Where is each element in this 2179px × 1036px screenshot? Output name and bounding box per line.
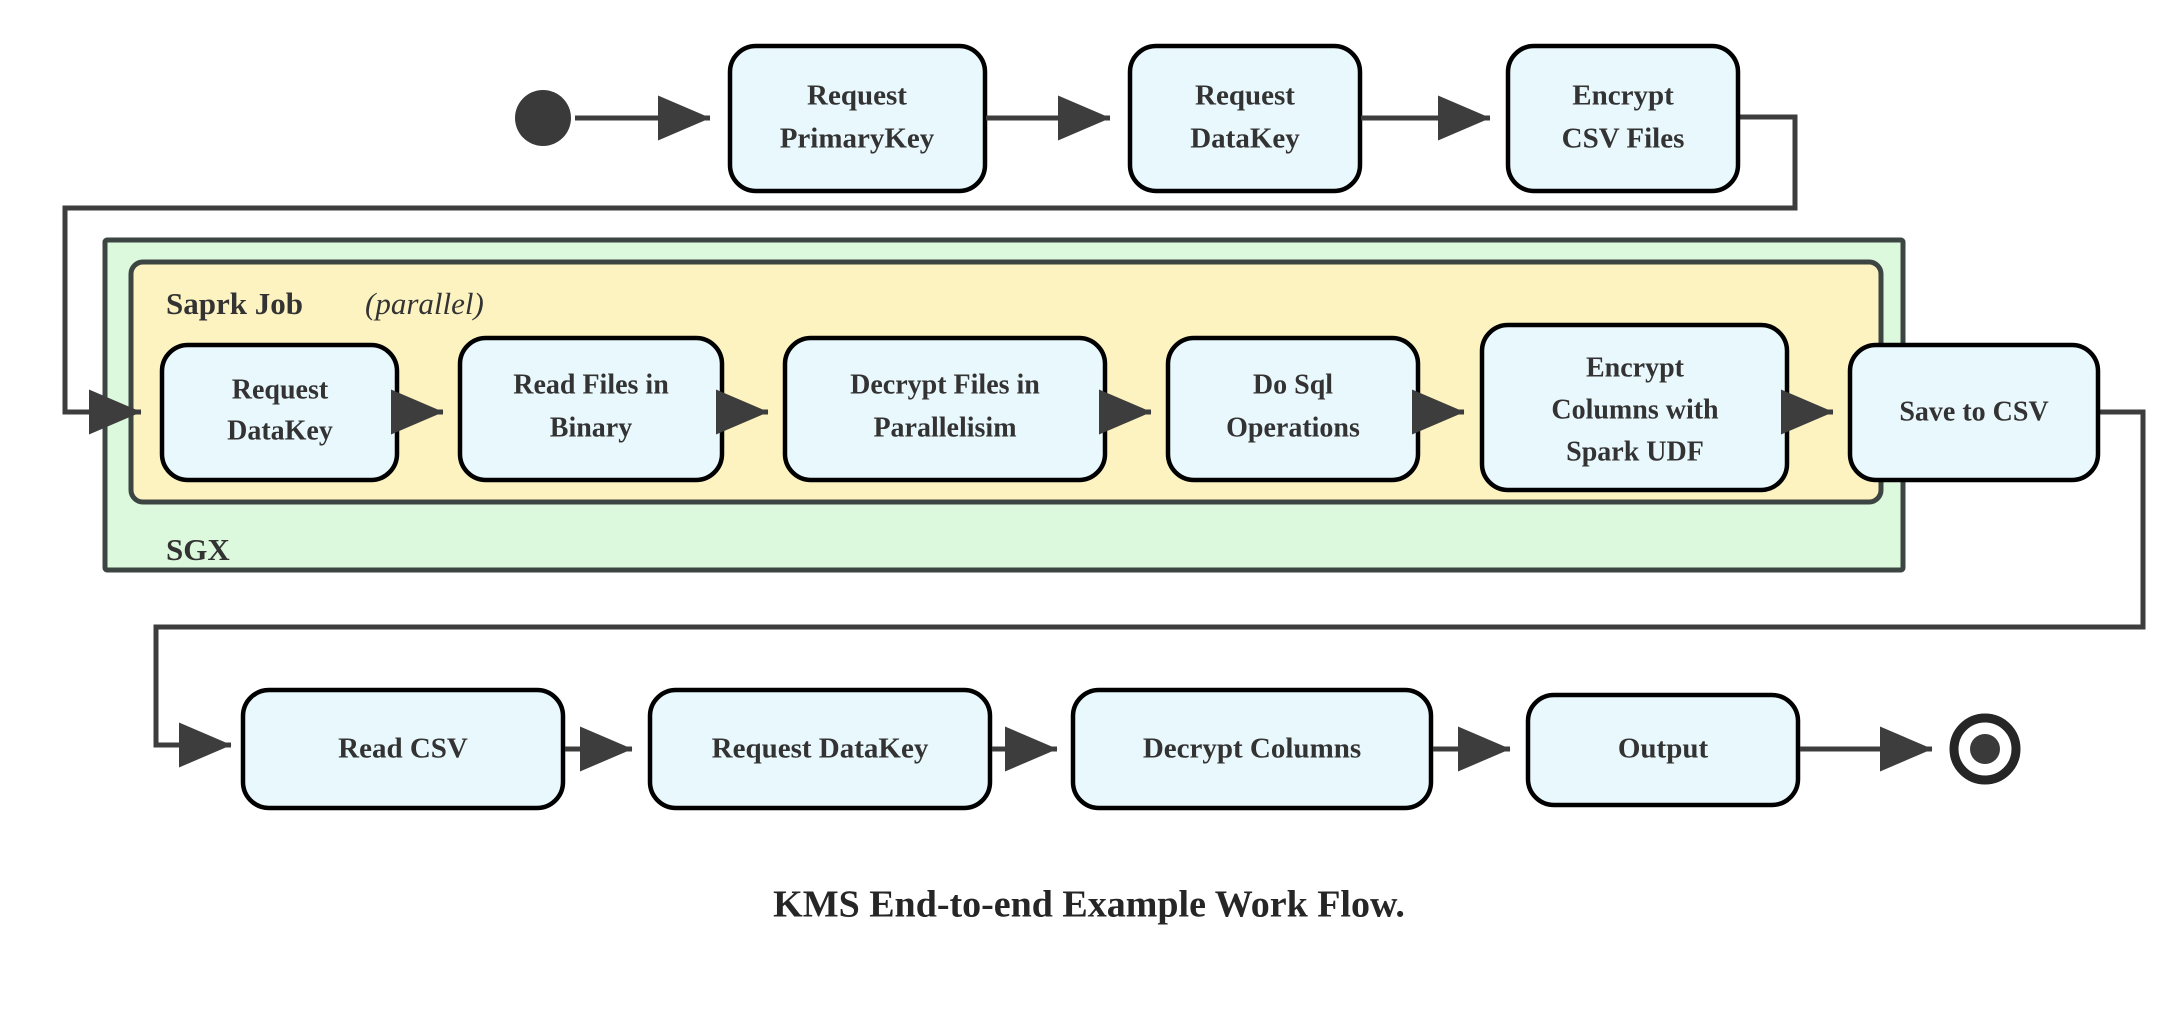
group-label-spark-parallel: (parallel) bbox=[365, 286, 484, 321]
node-label-line: Operations bbox=[1226, 412, 1360, 443]
node-request-primarykey[interactable]: Request PrimaryKey bbox=[727, 43, 988, 194]
node-read-csv[interactable]: Read CSV bbox=[240, 687, 566, 811]
edge-save-to-csv-to-read-csv bbox=[153, 409, 2146, 768]
edge-encrypt-csv-to-spark-datakey bbox=[62, 114, 1798, 435]
node-label-line: Output bbox=[1618, 733, 1709, 765]
node-label-line: CSV Files bbox=[1562, 123, 1685, 155]
node-label-line: Request bbox=[232, 374, 329, 405]
node-label-line: Encrypt bbox=[1572, 80, 1674, 112]
node-label-line: Binary bbox=[550, 412, 632, 443]
node-label-line: Decrypt Files in bbox=[850, 369, 1040, 400]
node-label-line: Columns with bbox=[1551, 394, 1719, 425]
group-label-spark-job: Saprk Job bbox=[166, 286, 303, 321]
node-label-line: Read Files in bbox=[513, 369, 669, 400]
node-label-line: Decrypt Columns bbox=[1143, 733, 1361, 765]
node-encrypt-columns-with-spark-udf[interactable]: Encrypt Columns with Spark UDF bbox=[1479, 322, 1790, 493]
node-request-datakey-top[interactable]: Request DataKey bbox=[1127, 43, 1363, 194]
node-decrypt-files-in-parallelisim[interactable]: Decrypt Files in Parallelisim bbox=[782, 335, 1108, 483]
node-decrypt-columns[interactable]: Decrypt Columns bbox=[1070, 687, 1434, 811]
node-label-line: Do Sql bbox=[1253, 369, 1333, 400]
end-state-icon bbox=[1949, 713, 2021, 785]
node-label-line: DataKey bbox=[1190, 123, 1300, 155]
node-label-line: Save to CSV bbox=[1899, 396, 2048, 427]
node-save-to-csv[interactable]: Save to CSV bbox=[1847, 342, 2101, 483]
start-state-icon bbox=[515, 90, 571, 146]
node-label-line: Request bbox=[807, 80, 907, 112]
node-request-datakey-spark[interactable]: Request DataKey bbox=[159, 342, 400, 483]
group-label-sgx: SGX bbox=[166, 532, 230, 567]
node-label-line: DataKey bbox=[227, 415, 333, 446]
node-label-line: Encrypt bbox=[1586, 352, 1685, 383]
node-output[interactable]: Output bbox=[1525, 692, 1801, 808]
node-label-line: Parallelisim bbox=[873, 412, 1016, 443]
node-request-datakey-bottom[interactable]: Request DataKey bbox=[647, 687, 993, 811]
node-label-line: Request bbox=[1195, 80, 1295, 112]
node-label-line: Spark UDF bbox=[1566, 436, 1704, 467]
node-encrypt-csv-files[interactable]: Encrypt CSV Files bbox=[1505, 43, 1741, 194]
node-read-files-in-binary[interactable]: Read Files in Binary bbox=[457, 335, 725, 483]
node-do-sql-operations[interactable]: Do Sql Operations bbox=[1165, 335, 1421, 483]
node-label-line: PrimaryKey bbox=[780, 123, 935, 155]
node-label-line: Read CSV bbox=[338, 733, 468, 765]
node-label-line: Request DataKey bbox=[712, 733, 929, 765]
diagram-caption: KMS End-to-end Example Work Flow. bbox=[773, 884, 1405, 926]
